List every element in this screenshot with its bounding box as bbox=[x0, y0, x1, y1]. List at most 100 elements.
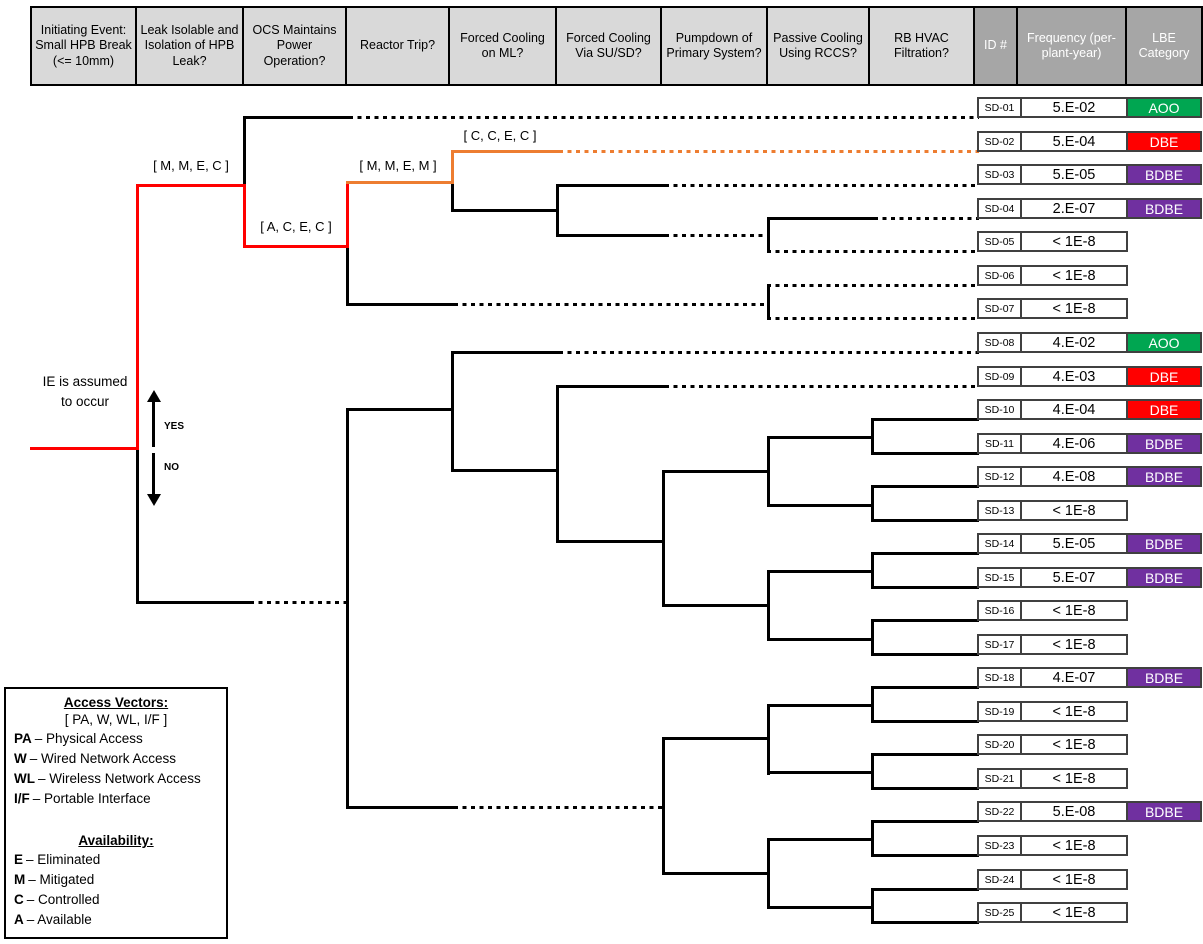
header-lbe-category: LBE Category bbox=[1127, 8, 1201, 84]
branch-line bbox=[451, 181, 454, 212]
outcome-id: SD-06 bbox=[977, 265, 1022, 286]
lbe-category-badge: BDBE bbox=[1128, 466, 1202, 487]
attack-path-line bbox=[451, 150, 454, 184]
branch-line bbox=[662, 470, 665, 607]
lbe-category-badge: BDBE bbox=[1128, 164, 1202, 185]
outcome-id: SD-20 bbox=[977, 734, 1022, 755]
outcome-row: SD-07< 1E-8 bbox=[977, 298, 1203, 319]
branch-line bbox=[451, 469, 559, 472]
outcome-row: SD-23< 1E-8 bbox=[977, 835, 1203, 856]
branch-line-dashed bbox=[559, 351, 979, 354]
branch-line bbox=[767, 284, 770, 320]
branch-line bbox=[346, 303, 454, 306]
outcome-row: SD-13< 1E-8 bbox=[977, 500, 1203, 521]
attack-path-line bbox=[346, 181, 454, 184]
branch-line bbox=[767, 771, 874, 774]
legend-availability-title: Availability: bbox=[78, 833, 154, 848]
legend-key: E bbox=[14, 852, 24, 867]
outcome-row: SD-05< 1E-8 bbox=[977, 231, 1203, 252]
outcome-id: SD-03 bbox=[977, 164, 1022, 185]
legend-item: A– Available bbox=[6, 912, 226, 928]
no-label: NO bbox=[164, 462, 179, 473]
branch-line-dashed bbox=[874, 217, 979, 220]
branch-line bbox=[556, 385, 665, 388]
outcome-frequency: 4.E-07 bbox=[1022, 667, 1128, 688]
outcome-frequency: < 1E-8 bbox=[1022, 600, 1128, 621]
outcome-frequency: 5.E-05 bbox=[1022, 533, 1128, 554]
lbe-category-badge: BDBE bbox=[1128, 198, 1202, 219]
branch-line bbox=[871, 653, 979, 656]
branch-label-mmec: [ M, M, E, C ] bbox=[153, 158, 229, 173]
header-initiating-event: Initiating Event: Small HPB Break (<= 10… bbox=[32, 8, 137, 84]
outcome-frequency: < 1E-8 bbox=[1022, 634, 1128, 655]
attack-path-line bbox=[346, 181, 349, 248]
outcome-id: SD-07 bbox=[977, 298, 1022, 319]
branch-line bbox=[346, 408, 454, 411]
outcome-frequency: < 1E-8 bbox=[1022, 701, 1128, 722]
branch-line-dashed bbox=[767, 317, 979, 320]
outcome-row: SD-20< 1E-8 bbox=[977, 734, 1203, 755]
outcome-id: SD-21 bbox=[977, 768, 1022, 789]
branch-line bbox=[767, 570, 874, 573]
branch-line bbox=[871, 552, 979, 555]
branch-line bbox=[871, 586, 979, 589]
lbe-category-badge: BDBE bbox=[1128, 667, 1202, 688]
branch-line bbox=[767, 638, 874, 641]
branch-line bbox=[556, 234, 665, 237]
branch-label-ccec: [ C, C, E, C ] bbox=[463, 128, 537, 143]
outcome-id: SD-13 bbox=[977, 500, 1022, 521]
branch-line-dashed bbox=[665, 234, 770, 237]
branch-line bbox=[136, 447, 139, 604]
attack-path-line bbox=[136, 184, 246, 187]
outcome-id: SD-04 bbox=[977, 198, 1022, 219]
legend-key: W bbox=[14, 751, 27, 766]
header-passive-cooling: Passive Cooling Using RCCS? bbox=[768, 8, 870, 84]
legend-desc: – Portable Interface bbox=[32, 791, 151, 806]
lbe-category-badge: BDBE bbox=[1128, 433, 1202, 454]
outcome-id: SD-09 bbox=[977, 366, 1022, 387]
outcome-frequency: < 1E-8 bbox=[1022, 835, 1128, 856]
branch-line-dashed bbox=[454, 806, 665, 809]
outcome-frequency: 5.E-02 bbox=[1022, 97, 1128, 118]
outcome-row: SD-24< 1E-8 bbox=[977, 869, 1203, 890]
branch-line bbox=[346, 408, 349, 809]
outcome-frequency: 4.E-03 bbox=[1022, 366, 1128, 387]
header-forced-cooling-ml: Forced Cooling on ML? bbox=[450, 8, 557, 84]
legend-item: M– Mitigated bbox=[6, 872, 226, 888]
header-id: ID # bbox=[975, 8, 1018, 84]
legend-key: C bbox=[14, 892, 24, 907]
branch-line bbox=[871, 485, 874, 522]
branch-line bbox=[871, 720, 979, 723]
outcome-frequency: < 1E-8 bbox=[1022, 298, 1128, 319]
legend-desc: – Controlled bbox=[26, 892, 100, 907]
legend-desc: – Available bbox=[26, 912, 92, 927]
column-header-row: Initiating Event: Small HPB Break (<= 10… bbox=[30, 6, 1203, 86]
outcome-id: SD-08 bbox=[977, 332, 1022, 353]
attack-path-line bbox=[136, 184, 139, 449]
branch-line bbox=[662, 737, 770, 740]
branch-line bbox=[556, 540, 665, 543]
branch-line-dashed bbox=[250, 601, 349, 604]
outcome-row: SD-25< 1E-8 bbox=[977, 902, 1203, 923]
legend-desc: – Physical Access bbox=[34, 731, 143, 746]
outcome-id: SD-11 bbox=[977, 433, 1022, 454]
outcome-frequency: 5.E-04 bbox=[1022, 131, 1128, 152]
header-reactor-trip: Reactor Trip? bbox=[347, 8, 450, 84]
lbe-category-badge: AOO bbox=[1128, 97, 1202, 118]
legend-item: E– Eliminated bbox=[6, 852, 226, 868]
branch-line bbox=[451, 351, 559, 354]
outcome-id: SD-14 bbox=[977, 533, 1022, 554]
legend-item: WL– Wireless Network Access bbox=[6, 771, 226, 787]
outcome-frequency: 4.E-08 bbox=[1022, 466, 1128, 487]
branch-line bbox=[871, 820, 979, 823]
attack-path-line bbox=[451, 150, 559, 153]
branch-line bbox=[871, 452, 979, 455]
